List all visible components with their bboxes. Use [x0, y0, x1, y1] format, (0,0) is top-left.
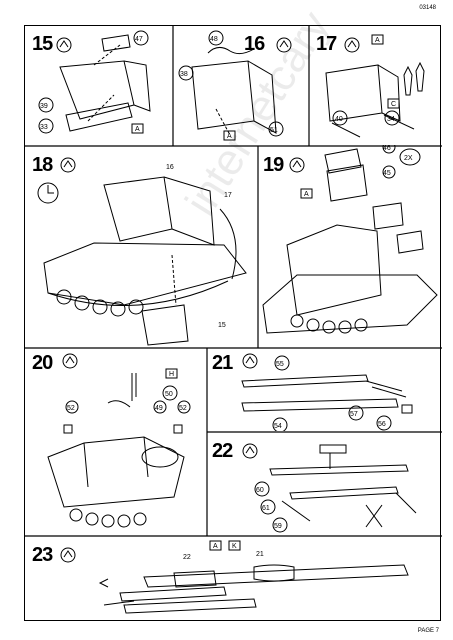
- part-34-label: 34: [387, 116, 395, 123]
- part-22-label: 22: [183, 554, 191, 561]
- catalog-code: 03148: [419, 5, 436, 11]
- marker-h-label: H: [169, 371, 174, 378]
- step-22-drawing: 60 61 59: [242, 443, 417, 533]
- step-21-panel: 21 55 54 57 56: [206, 347, 441, 431]
- marker-k-label: K: [232, 543, 237, 550]
- part-56-label: 56: [378, 421, 386, 428]
- part-48-label: 48: [210, 36, 218, 43]
- part-46-label: 46: [383, 145, 391, 152]
- marker-a-label: A: [227, 133, 232, 140]
- step-15-number: 15: [32, 33, 53, 55]
- step-15-panel: 15 47 39 33 A: [24, 25, 172, 145]
- part-39-label: 39: [40, 103, 48, 110]
- part-21-label: 21: [256, 551, 264, 558]
- step-21-number: 21: [212, 352, 233, 374]
- step-17-drawing: A 40 C 34: [325, 34, 425, 138]
- marker-a-label: A: [304, 191, 309, 198]
- part-51-label: 51: [270, 127, 278, 134]
- part-16-label: 16: [166, 164, 174, 171]
- part-17-label: 17: [224, 192, 232, 199]
- step-19-panel: 19 46 2X 45 A: [257, 145, 441, 347]
- part-59-label: 59: [274, 523, 282, 530]
- part-57-label: 57: [350, 411, 358, 418]
- part-52-label-left: 52: [67, 405, 75, 412]
- step-23-drawing: 22 A K 21: [60, 540, 409, 614]
- step-20-number: 20: [32, 352, 53, 374]
- part-40-label: 40: [335, 116, 343, 123]
- step-19-drawing: 46 2X 45 A: [262, 145, 438, 334]
- marker-a-label: A: [375, 37, 380, 44]
- step-18-panel: 18 16 17 15: [24, 145, 257, 347]
- step-16-number: 16: [244, 33, 265, 55]
- part-55-label: 55: [276, 361, 284, 368]
- step-19-number: 19: [263, 154, 284, 176]
- step-16-drawing: 48 38 51 A: [178, 30, 292, 141]
- part-61-label: 61: [262, 505, 270, 512]
- part-52-label-right: 52: [179, 405, 187, 412]
- part-47-label: 47: [135, 36, 143, 43]
- quantity-2x-label: 2X: [404, 155, 413, 162]
- part-45-label: 45: [383, 170, 391, 177]
- marker-c-label: C: [391, 101, 396, 108]
- part-33-label: 33: [40, 124, 48, 131]
- marker-a-label: A: [213, 543, 218, 550]
- step-18-number: 18: [32, 154, 53, 176]
- step-21-drawing: 55 54 57 56: [241, 353, 413, 431]
- step-23-number: 23: [32, 544, 53, 566]
- part-49-label: 49: [155, 405, 163, 412]
- part-54-label: 54: [274, 423, 282, 430]
- step-22-panel: 22 60 61 59: [206, 431, 441, 535]
- marker-a-label: A: [135, 126, 140, 133]
- part-38-label: 38: [180, 71, 188, 78]
- step-18-drawing: 16 17 15: [37, 157, 247, 346]
- step-15-drawing: 47 39 33 A: [38, 30, 151, 134]
- step-17-panel: 17 A 40 C 34: [308, 25, 441, 145]
- step-23-panel: 23 22 A K 21: [24, 535, 441, 621]
- step-20-panel: 20 H 50 52 49 52: [24, 347, 206, 535]
- part-15-label: 15: [218, 322, 226, 329]
- step-20-drawing: H 50 52 49 52: [47, 353, 191, 528]
- step-22-number: 22: [212, 440, 233, 462]
- step-divider-lines: [25, 26, 442, 537]
- page-number: PAGE 7: [417, 628, 439, 634]
- step-17-number: 17: [316, 33, 337, 55]
- part-50-label: 50: [165, 391, 173, 398]
- part-60-label: 60: [256, 487, 264, 494]
- instruction-frame: [24, 25, 442, 621]
- step-16-panel: 16 48 38 51 A: [172, 25, 308, 145]
